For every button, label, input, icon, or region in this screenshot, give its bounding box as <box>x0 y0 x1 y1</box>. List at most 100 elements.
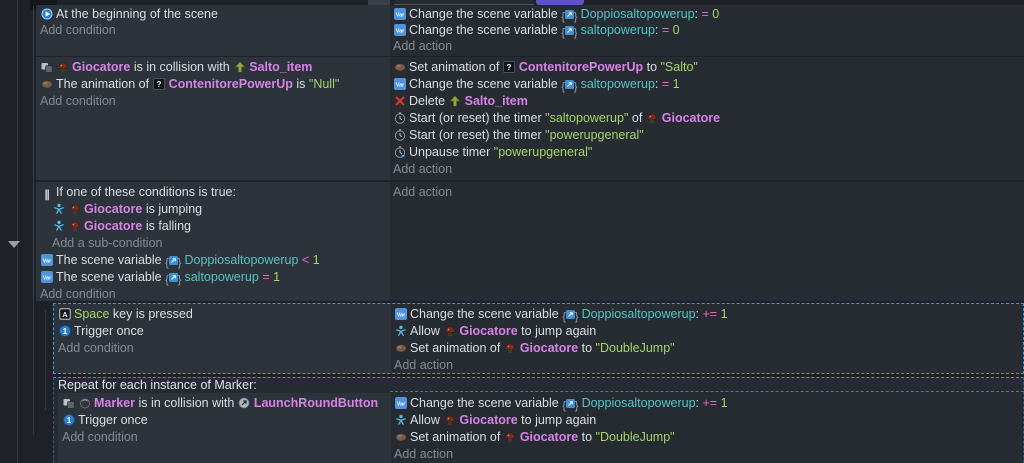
label: key is pressed <box>109 307 193 321</box>
add-condition-link[interactable]: Add condition <box>58 341 134 355</box>
add-condition-link[interactable]: Add condition <box>40 287 116 301</box>
string-literal: "Null" <box>308 77 340 91</box>
event-or-jumping-falling[interactable]: ∥If one of these conditions is true:Gioc… <box>36 182 1024 301</box>
object-name: Giocatore <box>84 202 143 216</box>
object-name: Giocatore <box>519 430 579 444</box>
add-action-link[interactable]: Add action <box>393 162 453 176</box>
add-condition-link[interactable]: Add condition <box>40 23 116 37</box>
var-badge-icon: {} <box>562 399 579 412</box>
add-action-link[interactable]: Add action <box>393 185 453 199</box>
label: Change the scene variable <box>410 307 563 321</box>
number: 0 <box>669 23 680 37</box>
variable-name: Doppiosaltopowerup <box>581 307 696 321</box>
object-name: Salto_item <box>464 94 528 108</box>
add-action-link[interactable]: Add action <box>393 39 453 53</box>
object-name: Giocatore <box>661 111 721 125</box>
delete-icon <box>393 95 406 107</box>
add-action-link[interactable]: Add action <box>394 358 454 372</box>
condition-row[interactable]: Giocatore is falling <box>36 218 390 235</box>
label: Set animation of <box>410 341 504 355</box>
operator: = <box>262 270 270 284</box>
add-a-sub-condition-link[interactable]: Add a sub-condition <box>52 236 163 250</box>
label: Start (or reset) the timer <box>409 111 546 125</box>
action-row[interactable]: Allow Giocatore to jump again <box>391 412 1023 429</box>
action-row[interactable]: Start (or reset) the timer "powerupgener… <box>390 127 1024 144</box>
label: : <box>694 7 702 21</box>
operator: = <box>661 23 670 37</box>
action-row[interactable]: Set animation of Giocatore to "DoubleJum… <box>391 340 1023 357</box>
timer-unpause-icon <box>393 146 406 158</box>
label: : <box>695 396 703 410</box>
variable-icon: Var <box>394 397 407 409</box>
condition-row[interactable]: Giocatore is in collision with Salto_ite… <box>36 59 390 76</box>
operator: += <box>702 307 718 321</box>
add-condition-link[interactable]: Add condition <box>40 94 116 108</box>
action-row[interactable]: Set animation of Giocatore to "DoubleJum… <box>391 429 1023 446</box>
condition-row[interactable]: Giocatore is jumping <box>36 201 390 218</box>
label: Allow <box>410 324 444 338</box>
indent-guide <box>17 0 18 463</box>
label: Allow <box>410 413 444 427</box>
svg-text:Var: Var <box>42 258 51 264</box>
collapse-caret-icon[interactable] <box>8 241 20 248</box>
condition-row[interactable]: The animation of ?ContenitorePowerUp is … <box>36 76 390 93</box>
number: 0 <box>708 7 720 21</box>
add-action-link[interactable]: Add action <box>394 447 454 461</box>
action-row[interactable]: Set animation of ?ContenitorePowerUp to … <box>390 59 1024 76</box>
obj-marker-icon <box>78 397 91 409</box>
label: is in collision with <box>130 60 234 74</box>
action-row[interactable]: Unpause timer "powerupgeneral" <box>390 144 1024 161</box>
object-name: Salto_item <box>249 60 313 74</box>
event-repeat-marker[interactable]: Repeat for each instance of Marker: Mark… <box>53 377 1024 463</box>
condition-row[interactable]: ∥If one of these conditions is true: <box>36 184 390 201</box>
action-row[interactable]: Allow Giocatore to jump again <box>391 323 1023 340</box>
action-row[interactable]: Delete Salto_item <box>390 93 1024 110</box>
jump-icon <box>394 325 407 337</box>
or-icon: ∥ <box>44 189 49 201</box>
add-condition-link[interactable]: Add condition <box>62 430 138 444</box>
object-name: LaunchRoundButton <box>253 396 379 410</box>
operator: = <box>701 7 709 21</box>
event-collision-salto-item[interactable]: Giocatore is in collision with Salto_ite… <box>36 57 1024 180</box>
variable-name: Doppiosaltopowerup <box>184 253 299 267</box>
svg-text:Var: Var <box>395 28 404 34</box>
string-literal: "DoubleJump" <box>595 341 675 355</box>
object-name: Giocatore <box>84 219 143 233</box>
var-badge-icon: {} <box>561 10 578 23</box>
condition-row[interactable]: At the beginning of the scene <box>36 6 390 22</box>
action-row[interactable]: Start (or reset) the timer "saltopowerup… <box>390 110 1024 127</box>
svg-text:Var: Var <box>42 275 51 281</box>
repeat-event-header: Repeat for each instance of Marker: <box>54 378 1023 393</box>
variable-icon: Var <box>393 78 406 90</box>
obj-giocatore-icon <box>504 342 517 354</box>
conditions-column: Giocatore is in collision with Salto_ite… <box>36 57 390 180</box>
repeat-event-label: Repeat for each instance of Marker: <box>58 378 257 392</box>
operator: < <box>301 253 310 267</box>
label: Change the scene variable <box>410 396 563 410</box>
keyboard-icon: A <box>58 308 71 320</box>
condition-row[interactable]: Marker is in collision with LaunchRoundB… <box>58 395 391 412</box>
var-badge-icon: {} <box>165 273 182 286</box>
indent-guide <box>33 6 34 434</box>
obj-giocatore-icon <box>646 112 659 124</box>
variable-name: saltopowerup <box>184 270 259 284</box>
object-name: ContenitorePowerUp <box>168 77 293 91</box>
label: is in collision with <box>135 396 238 410</box>
obj-giocatore-icon <box>56 61 69 73</box>
var-badge-icon: {} <box>165 256 182 269</box>
variable-name: Doppiosaltopowerup <box>580 7 695 21</box>
svg-text:?: ? <box>507 63 512 72</box>
